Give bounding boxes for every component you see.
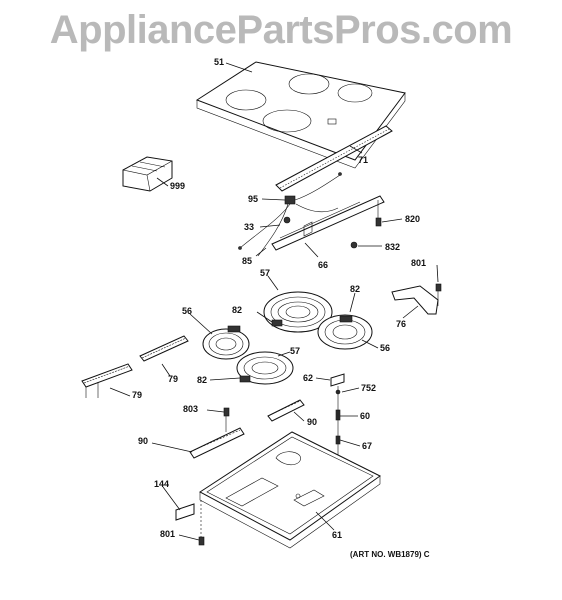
- label-90-right: 90: [307, 417, 317, 427]
- label-79-upper: 79: [168, 374, 178, 384]
- label-56-left: 56: [182, 306, 192, 316]
- label-752: 752: [361, 383, 376, 393]
- label-66: 66: [318, 260, 328, 270]
- bracket-144: [175, 503, 195, 521]
- label-999: 999: [170, 181, 185, 191]
- watermark: AppliancePartsPros.com: [49, 8, 513, 52]
- label-71: 71: [358, 155, 368, 165]
- label-82-bottom: 82: [197, 375, 207, 385]
- leader-lines: [109, 62, 439, 541]
- label-803: 803: [183, 404, 198, 414]
- label-144: 144: [154, 479, 169, 489]
- wiring-bracket: [271, 195, 385, 251]
- label-82-left: 82: [232, 305, 242, 315]
- label-820: 820: [405, 214, 420, 224]
- base-pan: [199, 431, 381, 549]
- label-832: 832: [385, 242, 400, 252]
- art-number: (ART NO. WB1879) C: [350, 550, 430, 559]
- label-51: 51: [214, 57, 224, 67]
- trim-strip-lower: [81, 363, 133, 398]
- surface-element-large-top: [263, 291, 333, 333]
- terminal-block-right: [267, 399, 305, 422]
- cooktop-glass: [195, 61, 406, 169]
- label-33: 33: [244, 222, 254, 232]
- label-82-right: 82: [350, 284, 360, 294]
- rail-part: [275, 125, 393, 192]
- label-57-top: 57: [260, 268, 270, 278]
- surface-element-right: [317, 314, 373, 350]
- label-62: 62: [303, 373, 313, 383]
- label-56-right: 56: [380, 343, 390, 353]
- label-57-bottom: 57: [290, 346, 300, 356]
- label-79-lower: 79: [132, 390, 142, 400]
- trim-strip-upper: [139, 335, 189, 362]
- label-801-top: 801: [411, 258, 426, 268]
- surface-element-large-bottom: [236, 351, 294, 385]
- label-90-left: 90: [138, 436, 148, 446]
- label-801-bottom: 801: [160, 529, 175, 539]
- label-60: 60: [360, 411, 370, 421]
- screw-803: [223, 407, 230, 432]
- label-61: 61: [332, 530, 342, 540]
- bracket-76: [391, 283, 442, 315]
- label-76: 76: [396, 319, 406, 329]
- terminal-block-left: [189, 427, 245, 459]
- screw-801-bottom: [198, 500, 205, 546]
- part-labels: 51 999 71 95 820 33 832 85 66 801 57 82 …: [132, 57, 430, 559]
- surface-element-left: [202, 325, 250, 360]
- screw-832: [350, 241, 358, 249]
- label-67: 67: [362, 441, 372, 451]
- label-95: 95: [248, 194, 258, 204]
- box-part: [122, 156, 173, 192]
- screw-820: [375, 200, 382, 227]
- label-85: 85: [242, 256, 252, 266]
